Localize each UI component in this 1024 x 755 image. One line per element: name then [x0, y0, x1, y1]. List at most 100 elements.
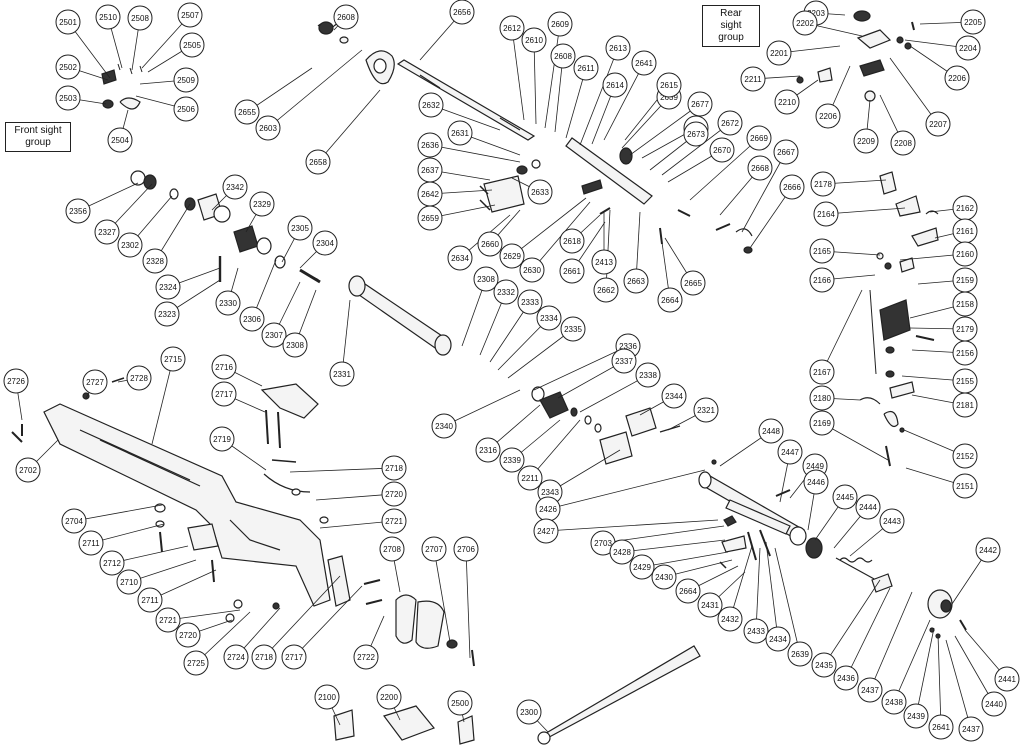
part-number: 2201: [770, 49, 788, 58]
part-number: 2668: [751, 164, 769, 173]
leader-line: [151, 358, 174, 445]
part-callout: 2445: [832, 484, 858, 510]
leader-line: [945, 639, 972, 730]
part-callout: 2613: [605, 35, 631, 61]
callout-circle: [521, 27, 547, 53]
part-number: 2208: [894, 139, 912, 148]
callout-circle: [517, 289, 543, 315]
part-number: 2316: [479, 446, 497, 455]
part-number: 2308: [477, 275, 495, 284]
part-number: 2304: [316, 239, 334, 248]
part-number: 2719: [213, 435, 231, 444]
part-number: 2718: [385, 464, 403, 473]
callout-circle: [533, 518, 559, 544]
part-callout: 2716: [211, 354, 237, 380]
part-callout: 2433: [743, 618, 769, 644]
leader-line: [689, 137, 760, 201]
callout-circle: [809, 267, 835, 293]
part-number: 2708: [383, 545, 401, 554]
part-number: 2343: [541, 488, 559, 497]
leader-line: [545, 519, 719, 532]
leader-line: [621, 539, 726, 553]
part-callout: 2308: [282, 332, 308, 358]
part-callout: 2178: [810, 171, 836, 197]
part-callout: 2666: [779, 174, 805, 200]
part-number: 2712: [103, 559, 121, 568]
part-number: 2344: [665, 392, 683, 401]
callout-circle: [421, 536, 447, 562]
part-callout: 2305: [287, 215, 313, 241]
part-number: 2340: [435, 422, 453, 431]
part-callout: 2721: [381, 508, 407, 534]
part-number: 2725: [187, 659, 205, 668]
callout-circle: [602, 72, 628, 98]
callout-circle: [952, 241, 978, 267]
part-number: 2508: [131, 14, 149, 23]
part-number: 2440: [985, 700, 1003, 709]
callout-circle: [417, 132, 443, 158]
part-callout: 2209: [853, 128, 879, 154]
part-number: 2720: [179, 631, 197, 640]
part-callout: 2152: [952, 443, 978, 469]
leader-line: [511, 27, 525, 121]
leader-line: [557, 360, 625, 399]
part-callout: 2434: [765, 626, 791, 652]
callout-circle: [94, 219, 120, 245]
part-callout: 2340: [431, 413, 457, 439]
part-number: 2704: [65, 517, 83, 526]
part-number: 2449: [806, 462, 824, 471]
part-number: 2501: [59, 18, 77, 27]
leader-line: [579, 47, 619, 146]
callout-circle: [55, 85, 81, 111]
callout-circle: [154, 301, 180, 327]
part-number: 2503: [59, 94, 77, 103]
part-number: 2673: [687, 130, 705, 139]
part-number: 2500: [451, 699, 469, 708]
callout-circle: [958, 716, 984, 742]
part-number: 2206: [948, 74, 966, 83]
leader-line: [443, 389, 521, 427]
leader-line: [954, 635, 995, 705]
callout-circle: [693, 397, 719, 423]
callout-circle: [813, 201, 839, 227]
part-callout: 2160: [952, 241, 978, 267]
part-number: 2613: [609, 44, 627, 53]
part-number: 2702: [19, 466, 37, 475]
callout-circle: [815, 103, 841, 129]
part-callout: 2505: [179, 32, 205, 58]
part-callout: 2162: [952, 195, 978, 221]
part-number: 2664: [679, 587, 697, 596]
part-number: 2306: [243, 315, 261, 324]
part-number: 2156: [956, 349, 974, 358]
part-number: 2328: [146, 257, 164, 266]
callout-circle: [746, 125, 772, 151]
leader-line: [755, 547, 761, 632]
callout-circle: [211, 381, 237, 407]
leader-line: [547, 469, 706, 510]
front-sight-group-label: Front sight group: [5, 122, 71, 152]
callout-circle: [116, 569, 142, 595]
part-number: 2331: [333, 370, 351, 379]
part-callout: 2708: [379, 536, 405, 562]
part-number: 2202: [796, 19, 814, 28]
part-callout: 2316: [475, 437, 501, 463]
leader-line: [821, 289, 863, 373]
part-callout: 2307: [261, 322, 287, 348]
leader-line: [774, 547, 801, 655]
callout-circle: [381, 508, 407, 534]
leader-line: [317, 89, 381, 163]
callout-circle: [376, 684, 402, 710]
part-number: 2428: [613, 548, 631, 557]
part-number: 2155: [956, 377, 974, 386]
part-number: 2629: [503, 252, 521, 261]
callout-circle: [175, 622, 201, 648]
part-number: 2211: [744, 75, 762, 84]
part-callout: 2327: [94, 219, 120, 245]
part-callout: 2631: [447, 120, 473, 146]
part-number: 2151: [956, 482, 974, 491]
part-number: 2356: [69, 207, 87, 216]
leader-line: [661, 122, 731, 176]
leader-line: [263, 575, 341, 658]
part-callout: 2677: [687, 91, 713, 117]
